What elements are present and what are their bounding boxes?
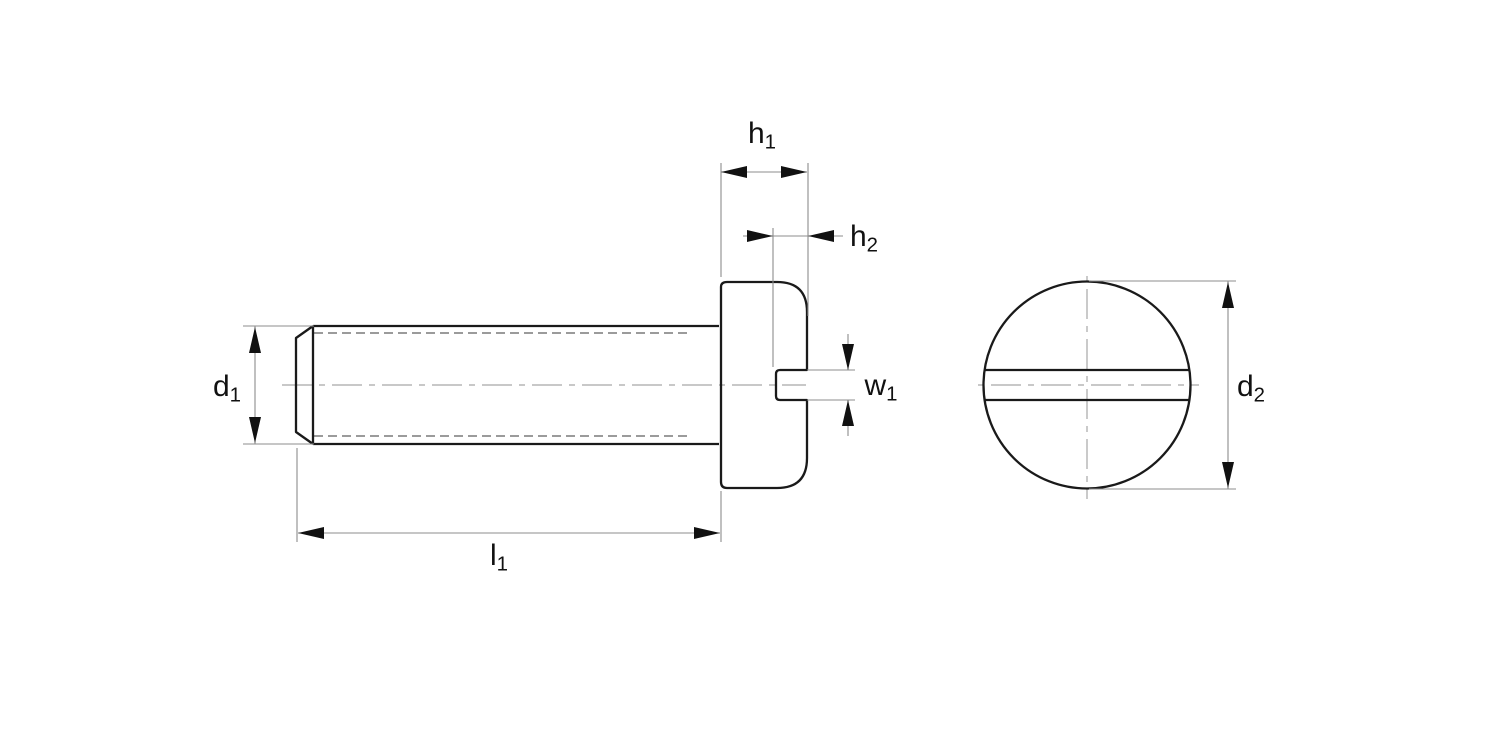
h1-arrow-right bbox=[781, 166, 807, 178]
side-view bbox=[282, 280, 809, 490]
d1-arrow-up bbox=[249, 327, 261, 353]
dim-label-d1-sub: 1 bbox=[229, 384, 242, 407]
dim-label-d1-base: d bbox=[212, 370, 230, 403]
d1-arrow-down bbox=[249, 417, 261, 443]
dim-label-l1-base: l bbox=[489, 539, 497, 572]
l1-arrow-left bbox=[298, 527, 324, 539]
front-view bbox=[975, 271, 1199, 499]
dim-label-w1: w1 bbox=[864, 369, 897, 405]
head-circle bbox=[982, 280, 1192, 490]
w1-arrow-down bbox=[842, 344, 854, 370]
dimension-d2 bbox=[1089, 280, 1236, 490]
dim-label-h1-base: h bbox=[747, 117, 765, 150]
h2-arrow-left bbox=[808, 230, 834, 242]
dim-label-h2: h2 bbox=[849, 220, 878, 256]
d2-arrow-up bbox=[1222, 282, 1234, 308]
dim-label-d2-base: d bbox=[1236, 370, 1254, 403]
dim-label-d2-sub: 2 bbox=[1253, 384, 1266, 407]
shank-outline bbox=[294, 324, 719, 446]
dimension-d1 bbox=[243, 325, 314, 445]
dimension-h2 bbox=[743, 228, 843, 367]
dim-label-h1: h1 bbox=[747, 117, 776, 153]
h2-arrow-right bbox=[747, 230, 773, 242]
dimension-l1 bbox=[296, 448, 722, 542]
dim-label-d2: d2 bbox=[1236, 370, 1265, 406]
head-outline bbox=[719, 280, 809, 490]
w1-arrow-up bbox=[842, 400, 854, 426]
h1-arrow-left bbox=[721, 166, 747, 178]
dim-label-l1: l1 bbox=[489, 539, 508, 575]
dimension-w1 bbox=[807, 334, 855, 436]
dim-label-h2-base: h bbox=[849, 220, 867, 253]
dim-label-h1-sub: 1 bbox=[764, 131, 777, 154]
dim-label-w1-base: w bbox=[864, 369, 887, 402]
dim-label-l1-sub: 1 bbox=[496, 553, 509, 576]
d2-arrow-down bbox=[1222, 462, 1234, 488]
dimension-h1 bbox=[720, 163, 809, 316]
dim-label-w1-sub: 1 bbox=[886, 383, 898, 406]
dim-label-h2-sub: 2 bbox=[866, 234, 879, 257]
l1-arrow-right bbox=[694, 527, 720, 539]
dim-label-d1: d1 bbox=[212, 370, 241, 406]
